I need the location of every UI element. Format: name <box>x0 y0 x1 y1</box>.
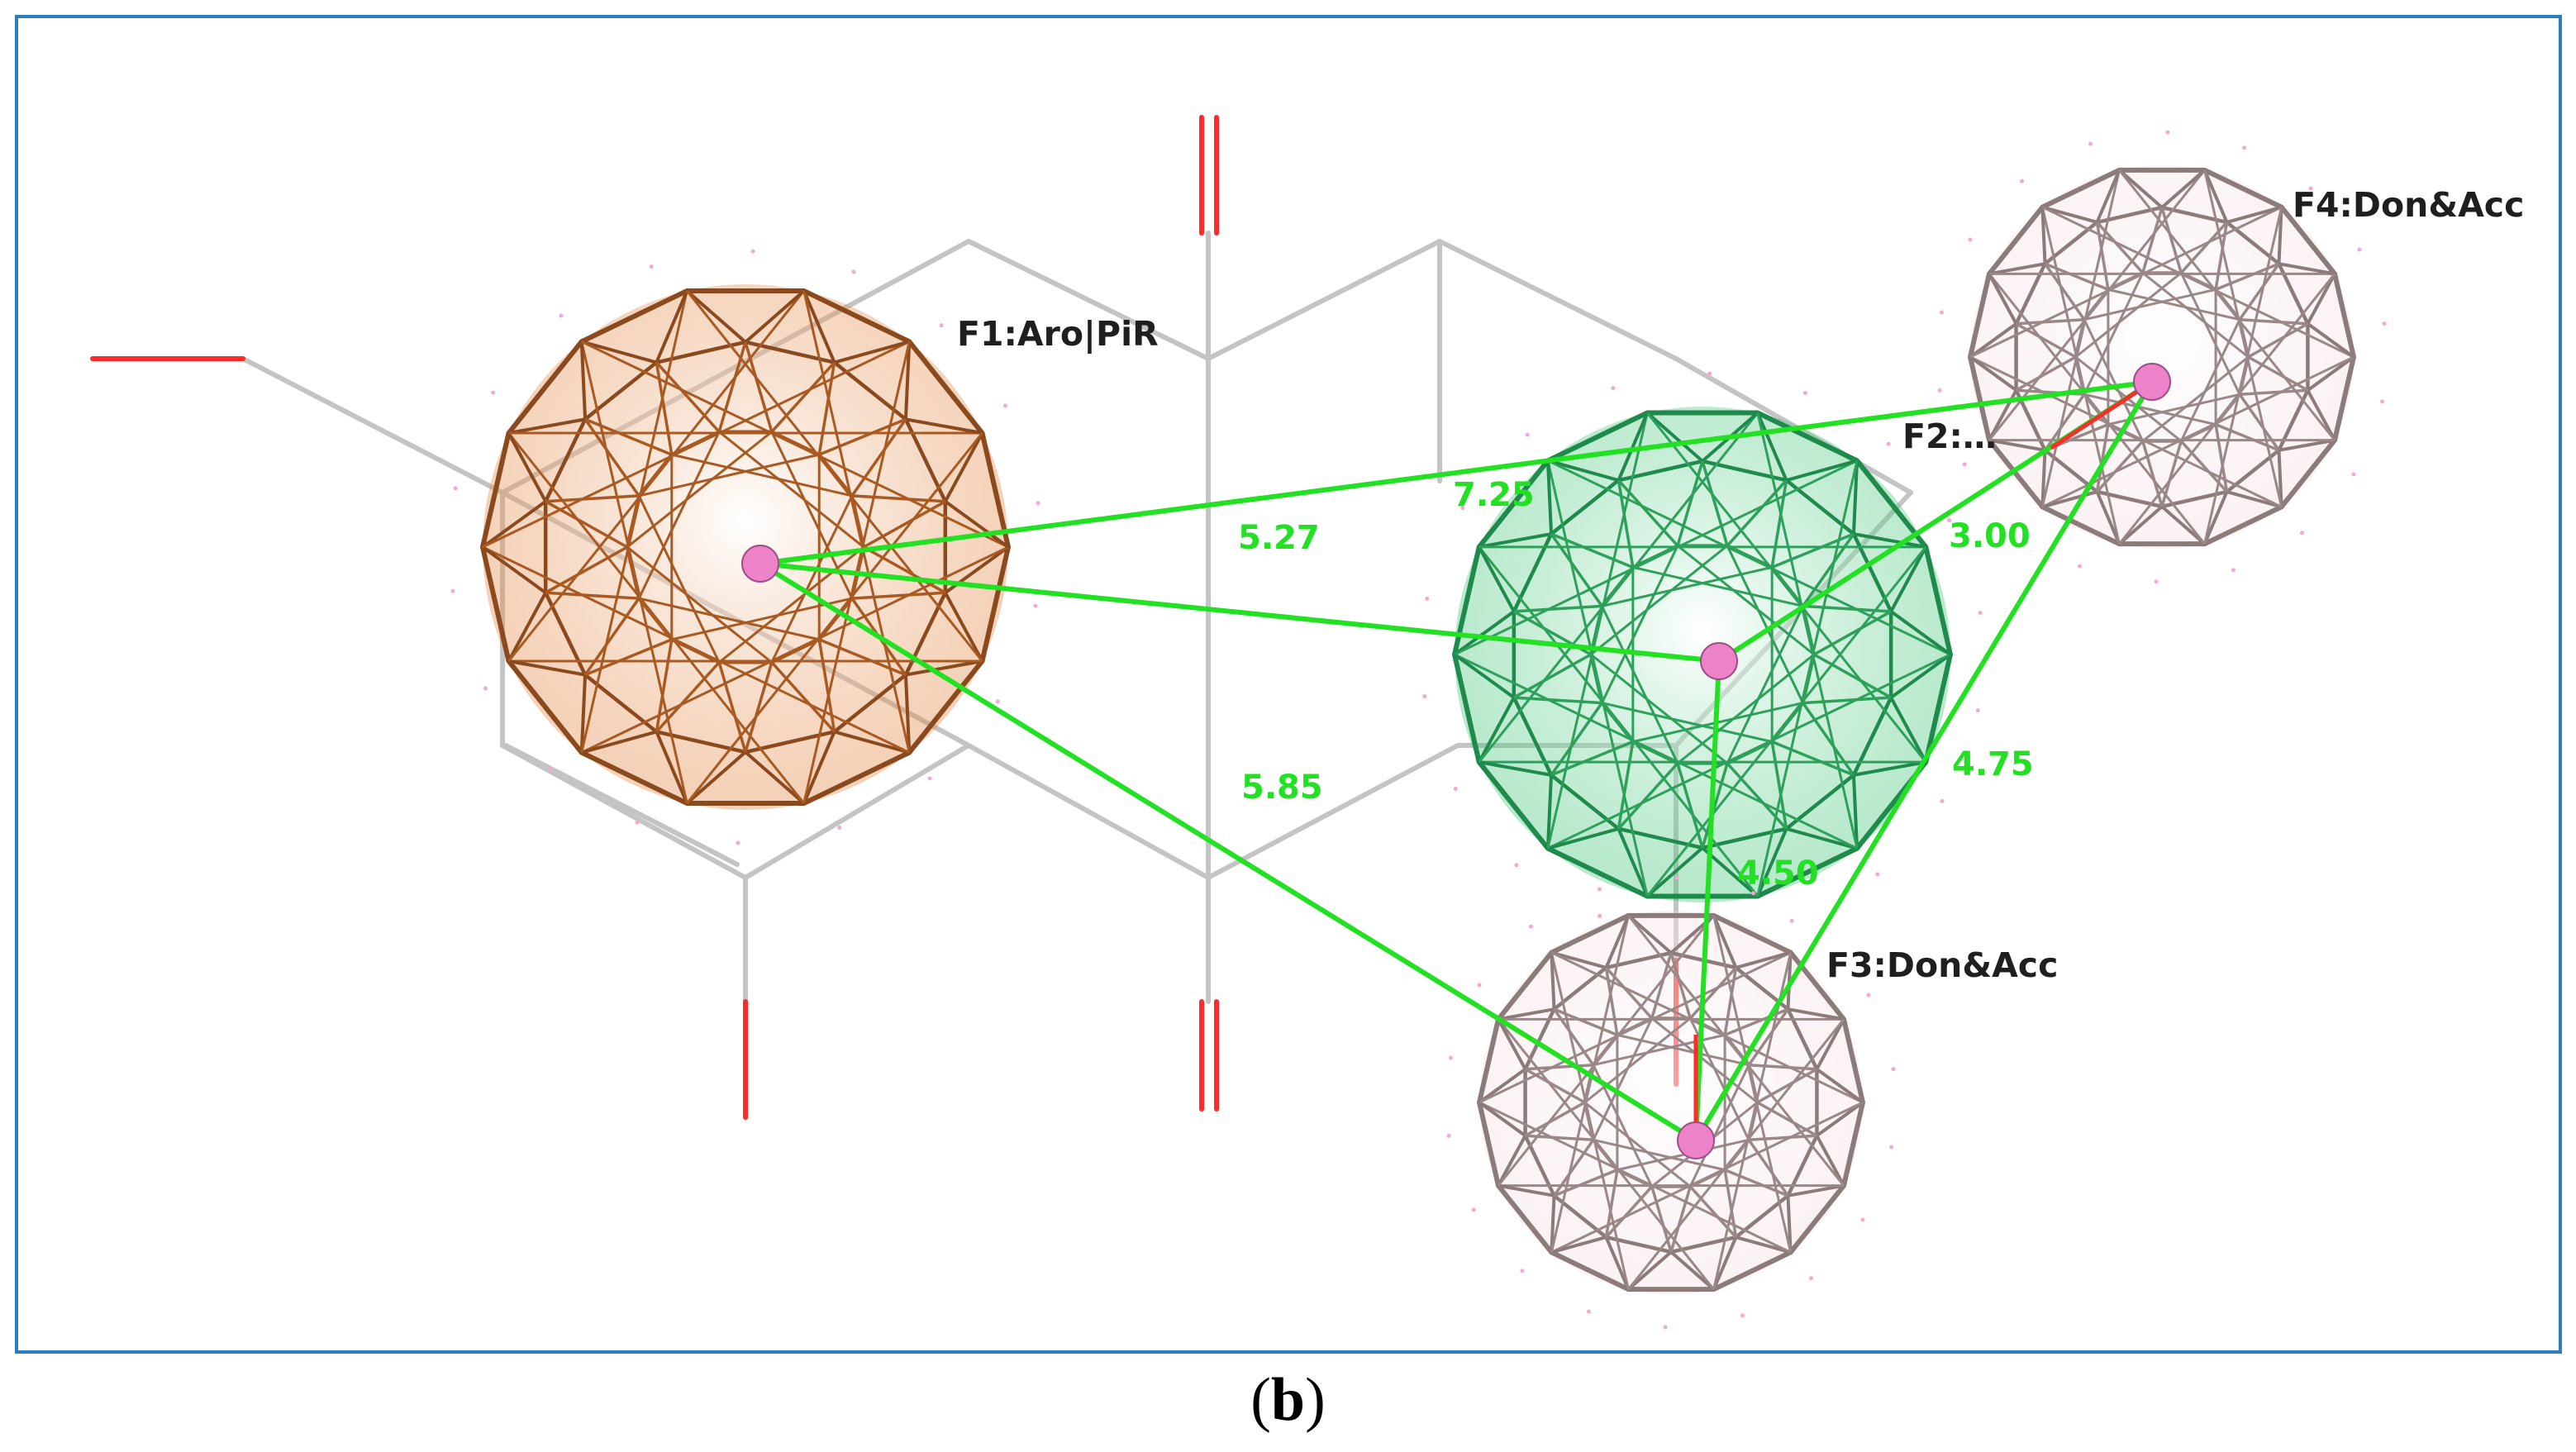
bond-18 <box>503 743 740 867</box>
caption-close-paren: ) <box>1305 1366 1326 1434</box>
bond-9 <box>966 743 1211 880</box>
feature-centers <box>741 363 2171 1159</box>
vector-f4 <box>2050 379 2154 450</box>
feature-center-f2 <box>1700 642 1738 680</box>
distance-line-f3-f4 <box>1693 380 2155 1142</box>
feature-label-f1: F1:Aro|PiR <box>957 314 1159 355</box>
bond-2 <box>966 239 1211 361</box>
feature-sphere-f1 <box>450 249 1040 845</box>
figure-frame: F1:Aro|PiR F2:… F3:Don&Acc F4:Don&Acc 7.… <box>15 15 2562 1354</box>
bond-14 <box>743 743 971 880</box>
feature-center-f3 <box>1677 1121 1715 1159</box>
distance-line-f1-f4 <box>759 379 2153 566</box>
bond-4 <box>1437 239 1678 361</box>
figure-caption: (b) <box>0 1365 2576 1435</box>
distance-line-f1-f3 <box>759 561 1697 1143</box>
distance-line-f1-f2 <box>759 561 1720 664</box>
distance-label-f2-f3: 4.50 <box>1737 855 1819 893</box>
feature-sphere-f3 <box>1446 875 1896 1330</box>
distance-label-f1-f4: 7.25 <box>1453 476 1535 514</box>
distance-line-f2-f3 <box>1693 660 1721 1141</box>
distance-label-f2-f4: 3.00 <box>1949 517 2031 555</box>
feature-label-f3: F3:Don&Acc <box>1826 945 2058 985</box>
feature-label-f4: F4:Don&Acc <box>2293 185 2524 225</box>
distance-label-f1-f2: 5.27 <box>1238 519 1320 557</box>
feature-label-f2: F2:… <box>1902 417 1997 456</box>
feature-center-f4 <box>2133 363 2171 401</box>
bond-0 <box>240 356 505 495</box>
bond-13 <box>500 743 748 880</box>
caption-open-paren: ( <box>1250 1366 1271 1434</box>
distance-label-f1-f3: 5.85 <box>1241 769 1323 807</box>
pharmacophore-scene: F1:Aro|PiR F2:… F3:Don&Acc F4:Don&Acc 7.… <box>90 115 2524 1330</box>
distance-lines <box>759 379 2155 1143</box>
bond-3 <box>1206 239 1442 361</box>
feature-center-f1 <box>741 545 779 583</box>
feature-sphere-f4 <box>1937 130 2387 584</box>
bond-8 <box>1206 743 1460 880</box>
feature-spheres <box>450 130 2387 1330</box>
distance-label-f3-f4: 4.75 <box>1952 745 2034 783</box>
caption-letter: b <box>1270 1366 1306 1434</box>
